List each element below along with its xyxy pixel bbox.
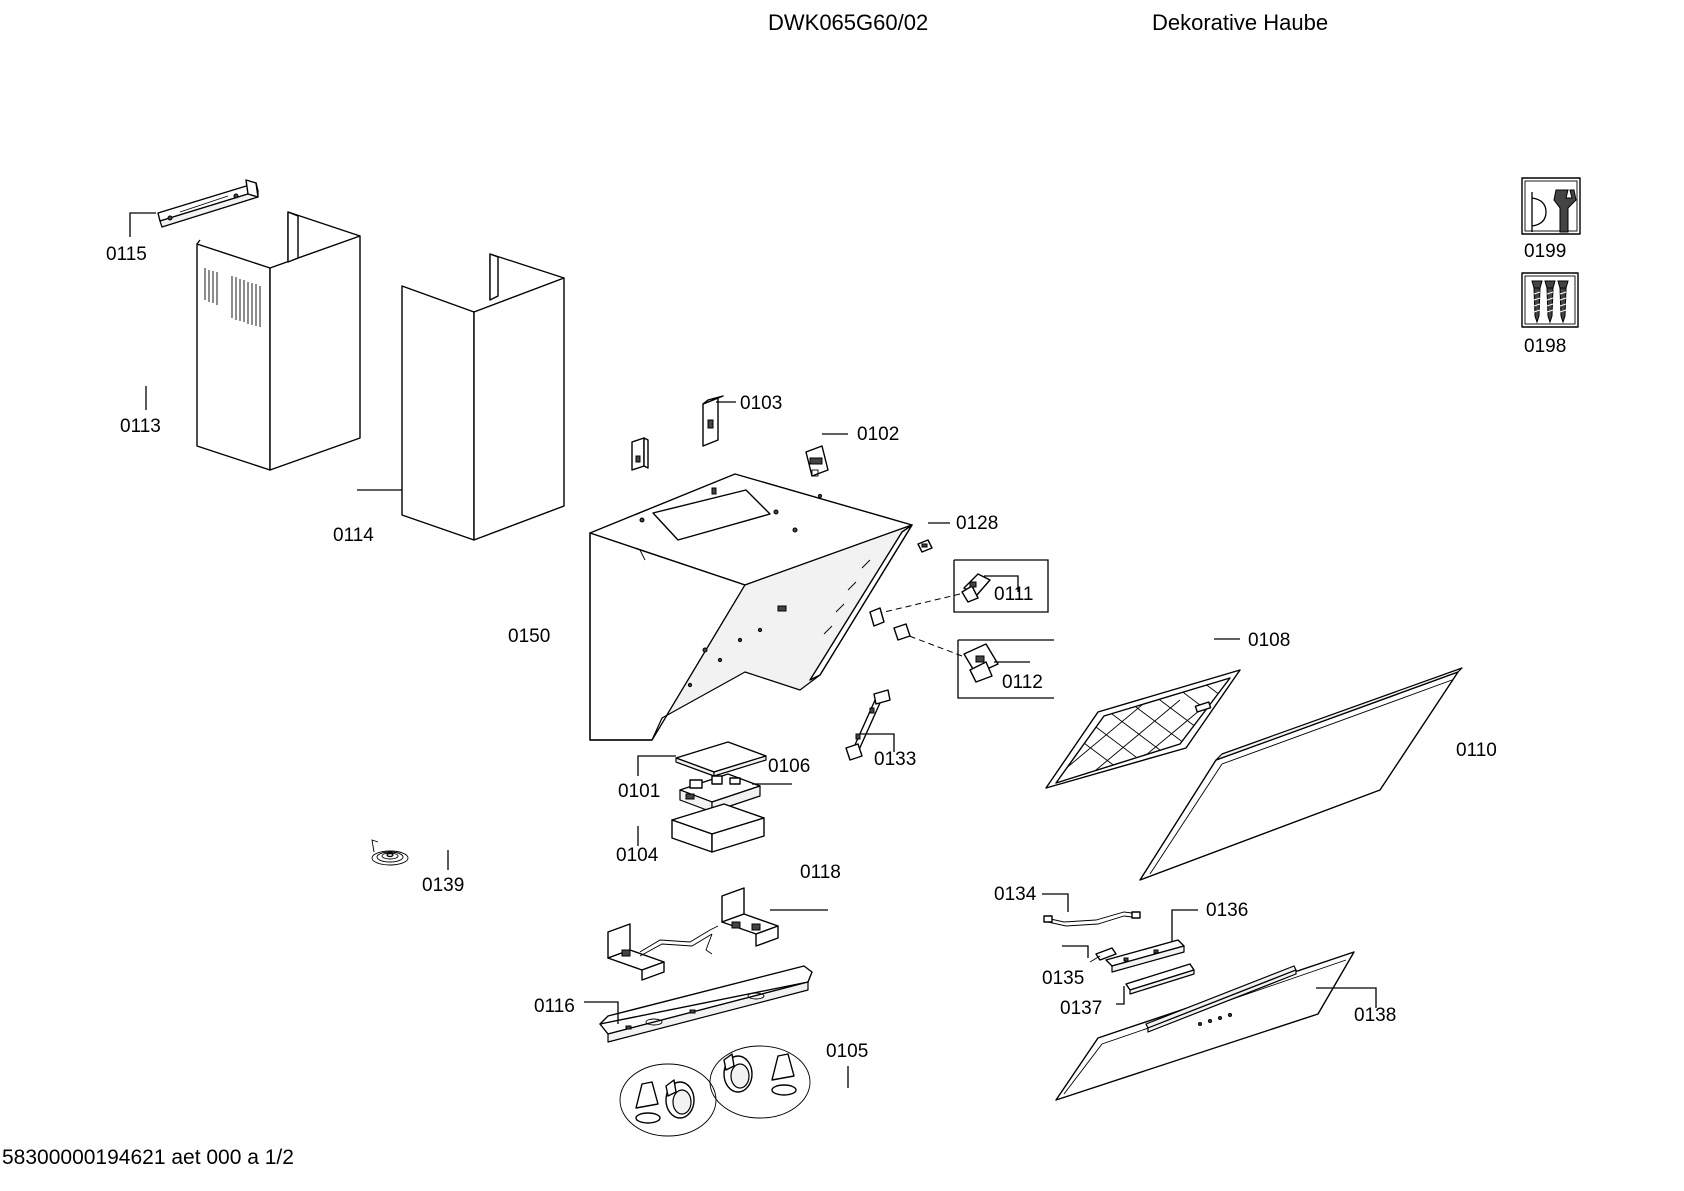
label-0116: 0116 <box>534 996 575 1017</box>
label-0136: 0136 <box>1206 900 1248 921</box>
label-0113: 0113 <box>120 416 161 437</box>
label-0198: 0198 <box>1524 336 1566 357</box>
screws-icon[interactable] <box>1521 272 1579 328</box>
model-number: DWK065G60/02 <box>768 10 929 35</box>
document-description: Dekorative Haube <box>1152 10 1329 35</box>
part-0108-grease-filter[interactable] <box>1000 650 1280 820</box>
part-0103-bracket[interactable] <box>631 395 724 471</box>
wrench-and-pipe-icon[interactable] <box>1521 177 1581 235</box>
part-0137-strip[interactable] <box>1125 963 1195 995</box>
label-0134: 0134 <box>994 884 1037 905</box>
label-0108: 0108 <box>1248 630 1290 651</box>
label-0105: 0105 <box>826 1041 868 1062</box>
part-0150-hood-body[interactable] <box>589 473 913 741</box>
part-0111-hinge[interactable] <box>961 573 991 603</box>
part-0139-cable-coil[interactable] <box>371 839 409 866</box>
label-0128: 0128 <box>956 513 998 534</box>
label-0111: 0111 <box>994 584 1033 605</box>
label-0135: 0135 <box>1042 968 1084 989</box>
part-0136-switch-module[interactable] <box>1105 939 1185 973</box>
part-0104-housing[interactable] <box>671 803 765 853</box>
label-0114: 0114 <box>333 525 374 546</box>
part-0102-clip[interactable] <box>805 445 829 477</box>
part-0112-hinge[interactable] <box>963 643 999 683</box>
document-code: 58300000194621 aet 000 a 1/2 <box>2 1146 294 1169</box>
label-0199: 0199 <box>1524 241 1566 262</box>
part-0101-control-board[interactable] <box>675 741 767 777</box>
label-0106: 0106 <box>768 756 810 777</box>
part-0112-pin[interactable] <box>893 623 911 641</box>
label-0102: 0102 <box>857 424 899 445</box>
part-0115-rail[interactable] <box>157 179 259 228</box>
part-0134-cable[interactable] <box>1043 911 1141 927</box>
label-0139: 0139 <box>422 875 464 896</box>
part-0118-lamp-bracket[interactable] <box>607 887 779 981</box>
label-0104: 0104 <box>616 845 659 866</box>
part-0111-pin[interactable] <box>869 607 885 627</box>
label-0133: 0133 <box>874 749 916 770</box>
part-0114-lower-chimney[interactable] <box>401 253 565 541</box>
part-0116-lamp-panel[interactable] <box>599 965 813 1043</box>
label-0138: 0138 <box>1354 1005 1396 1026</box>
label-0118: 0118 <box>800 862 841 883</box>
label-0115: 0115 <box>106 244 147 265</box>
label-0137: 0137 <box>1060 998 1102 1019</box>
part-0135-connector[interactable] <box>1089 947 1117 963</box>
part-0110-glass-panel[interactable] <box>1139 667 1463 881</box>
part-0113-upper-chimney[interactable] <box>196 211 361 471</box>
label-0112: 0112 <box>1002 672 1043 693</box>
label-0101: 0101 <box>618 781 660 802</box>
label-0110: 0110 <box>1456 740 1497 761</box>
label-0150: 0150 <box>508 626 550 647</box>
part-0105-lamps[interactable] <box>619 1045 811 1137</box>
part-0138-front-glass[interactable] <box>1055 951 1355 1101</box>
part-0128-clip[interactable] <box>917 539 933 553</box>
part-0133-strip[interactable] <box>845 689 891 761</box>
label-0103: 0103 <box>740 393 782 414</box>
